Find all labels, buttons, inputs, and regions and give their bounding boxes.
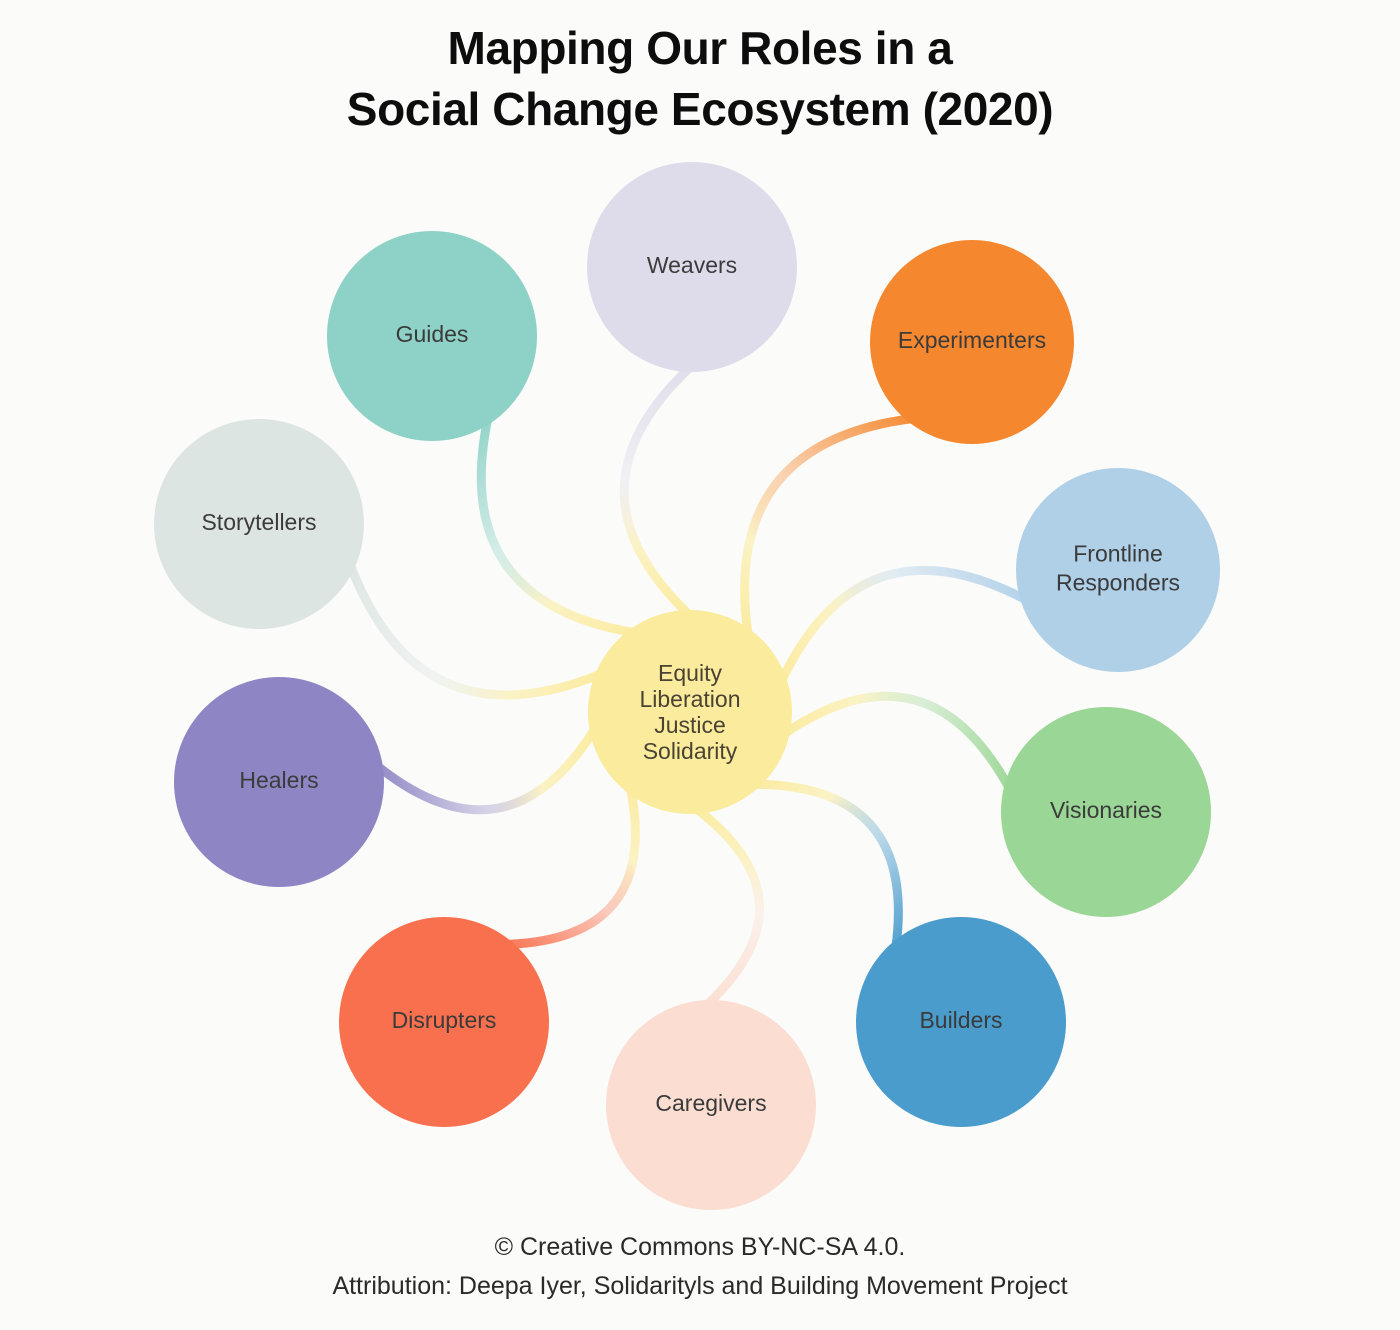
node-label-builders: Builders [919, 1007, 1002, 1033]
link-healers [372, 723, 600, 815]
node-label-healers: Healers [239, 767, 318, 793]
link-frontline-responders [776, 565, 1032, 687]
node-circle-guides[interactable] [327, 231, 537, 441]
link-storytellers [345, 559, 607, 700]
node-builders[interactable]: Builders [856, 917, 1066, 1127]
footer-credit: Attribution: Deepa Iyer, Solidarityls an… [332, 1271, 1068, 1300]
node-label-guides: Guides [396, 321, 469, 347]
node-guides[interactable]: Guides [327, 231, 537, 441]
node-circle-builders[interactable] [856, 917, 1066, 1127]
node-circle-disrupters[interactable] [339, 917, 549, 1127]
title-line-2: Social Change Ecosystem (2020) [346, 82, 1054, 135]
ecosystem-wheel-svg: WeaversExperimentersFrontlineRespondersV… [154, 162, 1220, 1210]
node-visionaries[interactable]: Visionaries [1001, 707, 1211, 917]
title-line-1: Mapping Our Roles in a [447, 22, 953, 74]
node-healers[interactable]: Healers [174, 677, 384, 887]
link-weavers [619, 361, 697, 621]
core-label-line: Justice [654, 712, 726, 738]
connector-layer [345, 361, 1032, 1011]
node-label-weavers: Weavers [647, 252, 737, 278]
link-builders [748, 779, 903, 952]
core-circle[interactable] [588, 610, 792, 814]
link-disrupters [501, 782, 640, 949]
footer-license: © Creative Commons BY-NC-SA 4.0. [494, 1233, 906, 1261]
core-label-line: Equity [658, 660, 722, 686]
node-label-storytellers: Storytellers [201, 509, 316, 535]
node-disrupters[interactable]: Disrupters [339, 917, 549, 1127]
node-label-frontline-responders: Responders [1056, 570, 1180, 596]
node-weavers[interactable]: Weavers [587, 162, 797, 372]
core-label-line: Solidarity [643, 738, 738, 764]
node-circle-weavers[interactable] [587, 162, 797, 372]
node-circle-caregivers[interactable] [606, 1000, 816, 1210]
node-label-visionaries: Visionaries [1050, 797, 1162, 823]
node-circle-experimenters[interactable] [870, 240, 1074, 444]
node-label-caregivers: Caregivers [655, 1090, 766, 1116]
core-label-line: Liberation [639, 686, 740, 712]
node-circle-frontline-responders[interactable] [1016, 468, 1220, 672]
link-caregivers [690, 803, 764, 1011]
node-label-experimenters: Experimenters [898, 327, 1046, 353]
link-visionaries [778, 691, 1015, 794]
node-storytellers[interactable]: Storytellers [154, 419, 364, 629]
node-label-frontline-responders: Frontline [1073, 541, 1162, 567]
node-circle-healers[interactable] [174, 677, 384, 887]
page-title: Mapping Our Roles in a Social Change Eco… [0, 18, 1400, 139]
link-experimenters [740, 413, 919, 641]
node-circle-visionaries[interactable] [1001, 707, 1211, 917]
link-guides [476, 413, 641, 638]
node-layer: WeaversExperimentersFrontlineRespondersV… [154, 162, 1220, 1210]
footer-attribution: © Creative Commons BY-NC-SA 4.0. Attribu… [0, 1228, 1400, 1306]
node-label-disrupters: Disrupters [392, 1007, 497, 1033]
node-caregivers[interactable]: Caregivers [606, 1000, 816, 1210]
node-circle-storytellers[interactable] [154, 419, 364, 629]
node-experimenters[interactable]: Experimenters [870, 240, 1074, 444]
